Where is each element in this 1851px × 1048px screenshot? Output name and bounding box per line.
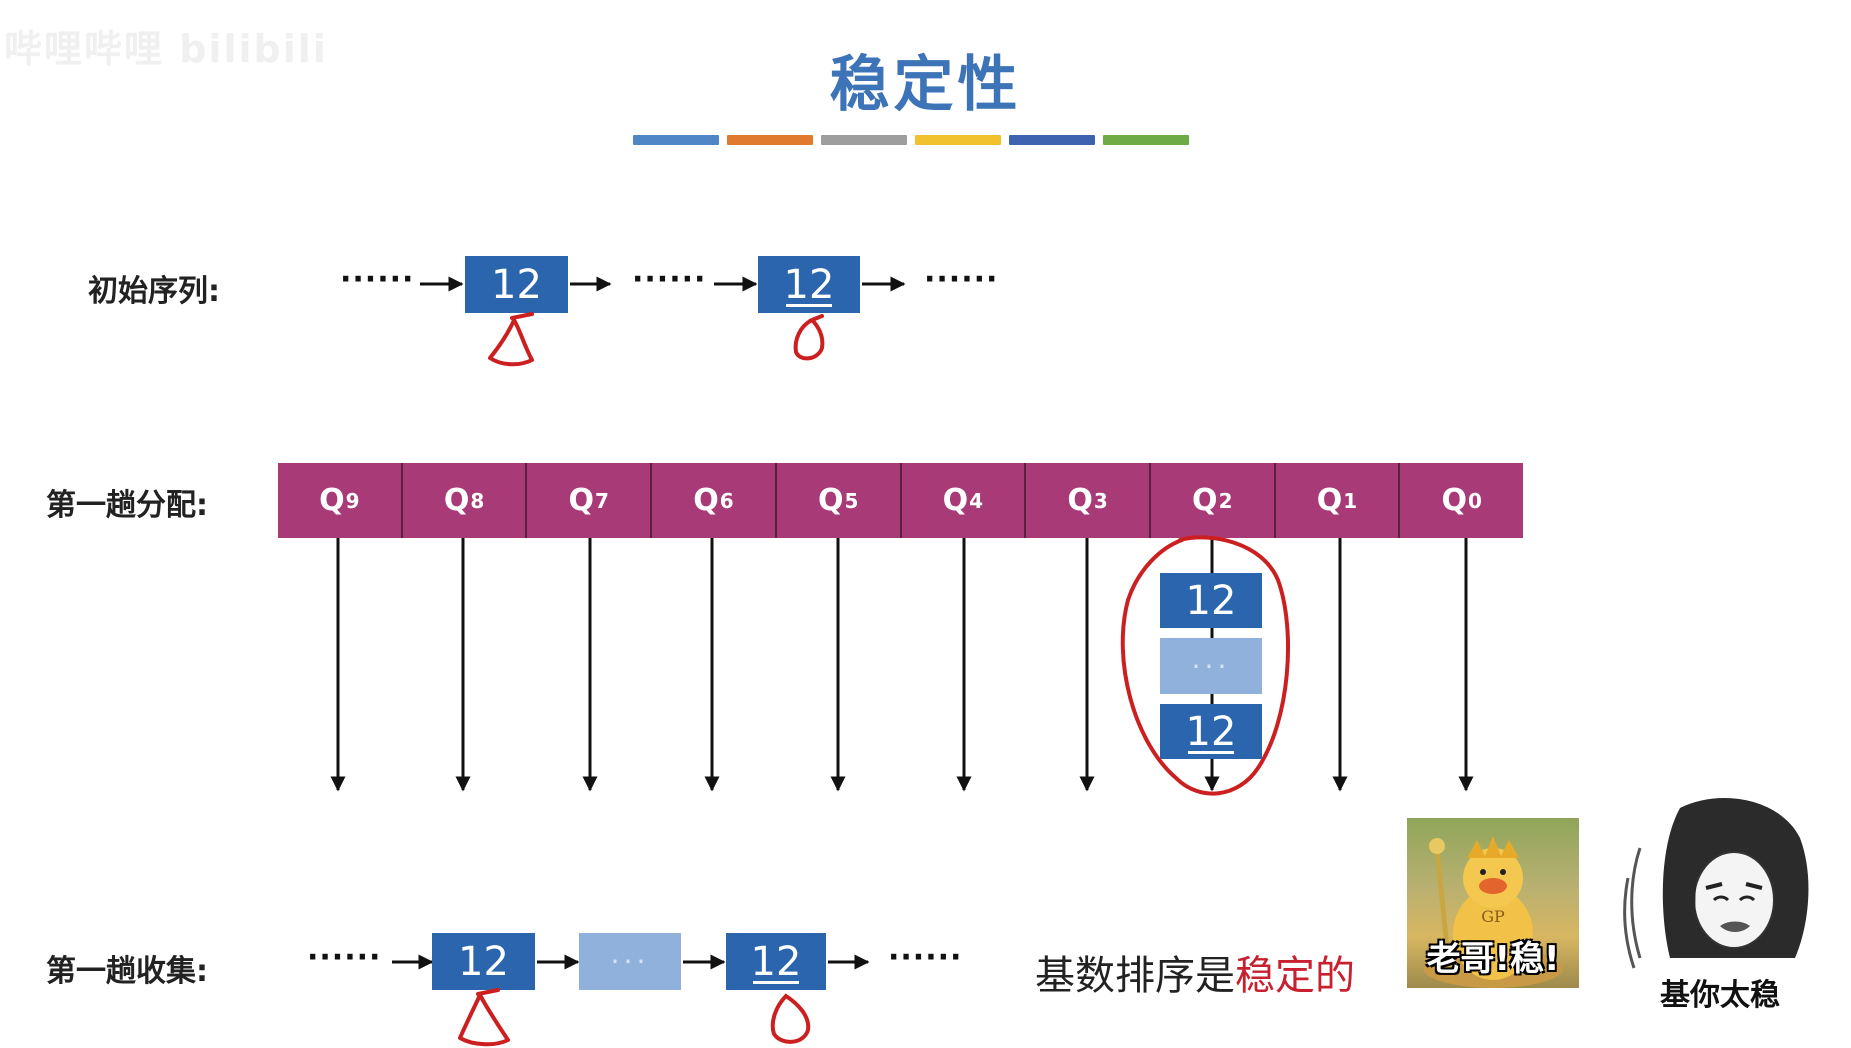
meme-left-caption: 老哥!稳! [1407,931,1579,980]
meme-right-caption: 基你太稳 [1660,970,1780,1014]
meme-image-duck: GP 老哥!稳! [1407,818,1579,988]
loop-mark [796,316,823,358]
meme-image-face [1610,788,1820,988]
triangle-mark [460,990,508,1044]
duck-emblem: GP [1481,907,1505,926]
triangle-mark [490,314,532,364]
loop-mark [773,996,808,1042]
circle-annotation [1123,537,1288,793]
